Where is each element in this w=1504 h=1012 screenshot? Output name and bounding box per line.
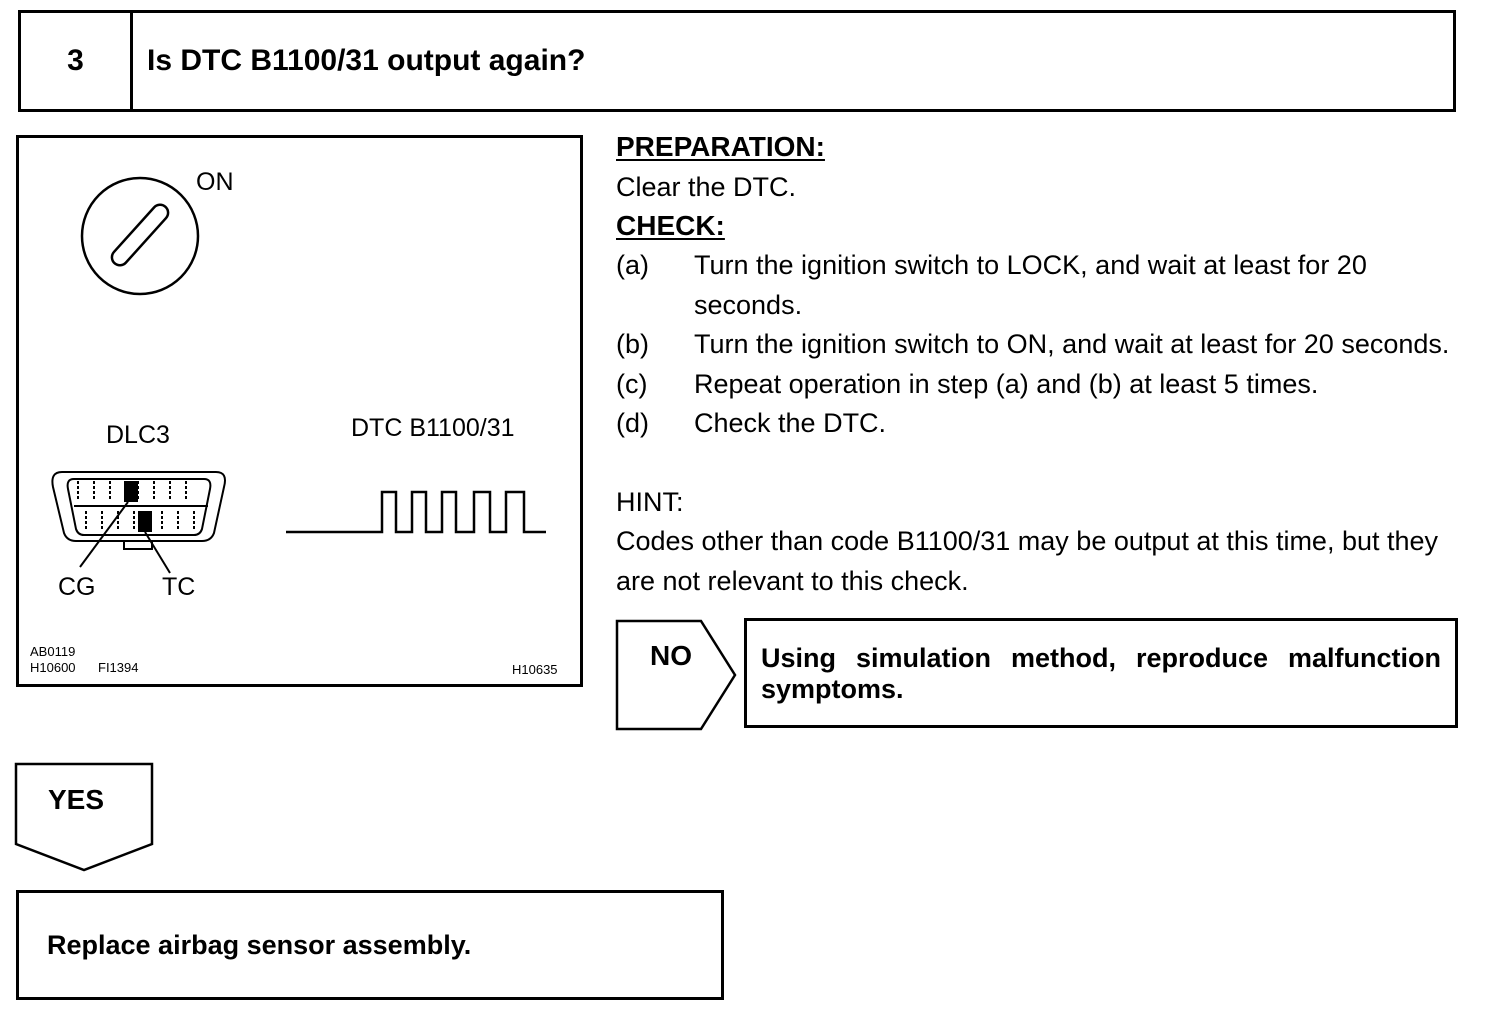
no-arrow-icon xyxy=(615,619,737,731)
check-step-label: (c) xyxy=(616,368,648,399)
ref-code-1: AB0119 xyxy=(30,644,75,659)
tc-terminal xyxy=(138,511,152,532)
check-step-text: Repeat operation in step (a) and (b) at … xyxy=(694,368,1319,399)
check-steps-list: (a) Turn the ignition switch to LOCK, an… xyxy=(616,246,1466,444)
dlc3-connector-icon xyxy=(51,471,226,550)
yes-arrow-icon xyxy=(14,762,154,872)
ignition-switch-icon xyxy=(80,176,200,296)
cg-label: CG xyxy=(58,573,96,601)
preparation-text: Clear the DTC. xyxy=(616,172,797,202)
check-step: (b) Turn the ignition switch to ON, and … xyxy=(616,325,1466,365)
figure-border xyxy=(16,135,583,687)
check-step-text: Turn the ignition switch to LOCK, and wa… xyxy=(694,250,1367,320)
check-heading: CHECK: xyxy=(616,210,725,241)
cg-terminal xyxy=(124,481,138,502)
hint-heading: HINT: xyxy=(616,487,684,517)
ref-code-2: H10600 xyxy=(30,660,76,675)
yes-label: YES xyxy=(48,784,105,815)
check-step-label: (b) xyxy=(616,329,649,359)
step-header: 3 Is DTC B1100/31 output again? xyxy=(18,10,1456,112)
preparation-heading: PREPARATION: xyxy=(616,131,825,162)
yes-result-box: Replace airbag sensor assembly. xyxy=(16,890,724,1000)
check-step: (d) Check the DTC. xyxy=(616,404,1466,444)
check-step-text: Turn the ignition switch to ON, and wait… xyxy=(694,329,1450,359)
tc-leader-line xyxy=(144,531,171,574)
check-step-text: Check the DTC. xyxy=(694,408,887,438)
ref-code-right: H10635 xyxy=(512,662,558,677)
dtc-signal-label: DTC B1100/31 xyxy=(351,414,515,442)
dtc-waveform xyxy=(286,490,546,534)
step-title: Is DTC B1100/31 output again? xyxy=(147,44,586,77)
check-step-label: (a) xyxy=(616,250,649,280)
no-label: NO xyxy=(650,640,692,671)
check-step: (a) Turn the ignition switch to LOCK, an… xyxy=(616,246,1466,325)
hint-text: Codes other than code B1100/31 may be ou… xyxy=(616,526,1439,596)
illustration-figure: ON DLC3 CG TC DT xyxy=(16,135,583,687)
step-number: 3 xyxy=(21,13,133,109)
illustration-svg: ON DLC3 CG TC DT xyxy=(16,135,583,687)
check-step: (c) Repeat operation in step (a) and (b)… xyxy=(616,365,1466,405)
no-result-box: Using simulation method, reproduce malfu… xyxy=(744,618,1458,728)
ref-code-2b: FI1394 xyxy=(98,660,138,675)
dlc3-label: DLC3 xyxy=(106,421,170,449)
cg-leader-line xyxy=(79,501,129,568)
switch-on-label: ON xyxy=(196,168,234,196)
check-step-label: (d) xyxy=(616,408,649,438)
tc-label: TC xyxy=(162,573,195,601)
